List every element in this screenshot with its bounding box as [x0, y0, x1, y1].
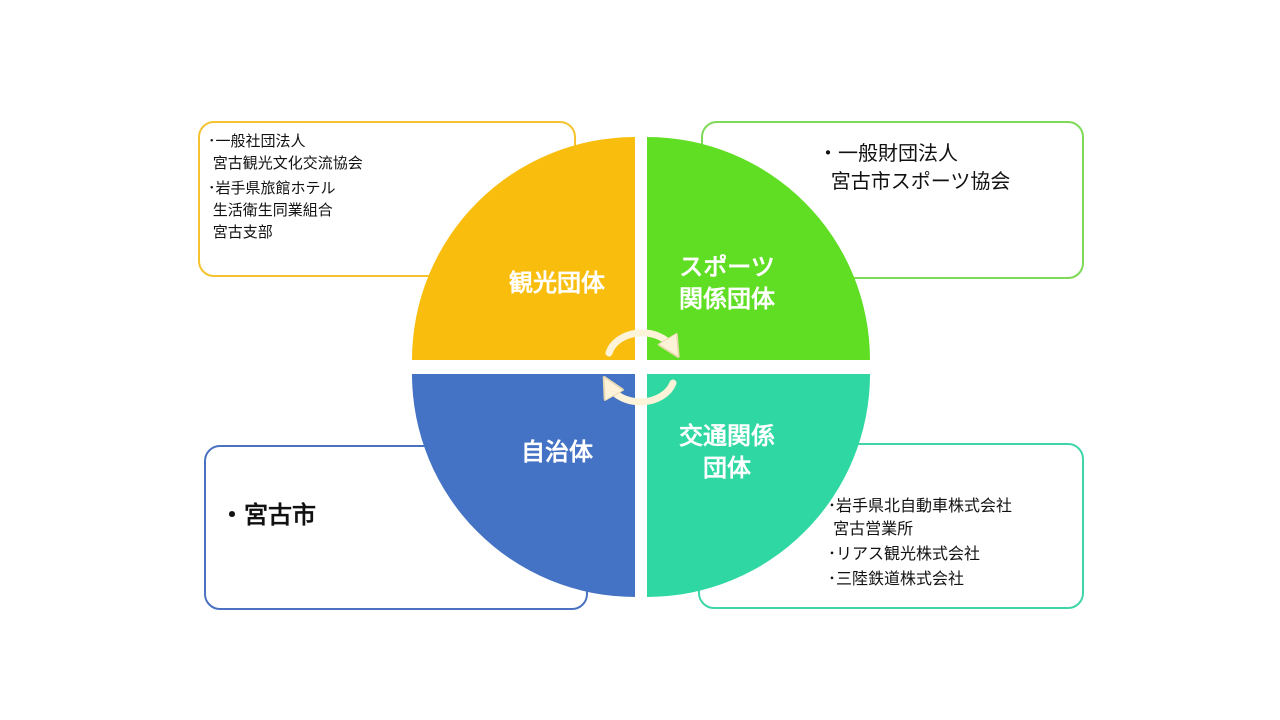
quadrant-sports [647, 137, 870, 360]
tourism-member-item: ･岩手県旅館ホテル 生活衛生同業組合 宮古支部 [208, 179, 336, 241]
sports-members-list: ・一般財団法人 宮古市スポーツ協会 [818, 139, 1010, 195]
tourism-members-list: ･一般社団法人 宮古観光文化交流協会 ･岩手県旅館ホテル 生活衛生同業組合 宮古… [208, 130, 363, 246]
quadrant-tourism [412, 137, 635, 360]
quadrant-transport [647, 374, 870, 597]
municipality-members-list: ・宮古市 [220, 498, 316, 532]
cycle-arrow-top [605, 329, 673, 353]
transport-member-item: ･岩手県北自動車株式会社 宮古営業所 [828, 496, 1013, 538]
quadrant-municipality [412, 374, 635, 597]
sports-members-backdrop [812, 134, 1070, 200]
cycle-arrow-bottom [609, 383, 677, 406]
transport-members-list: ･岩手県北自動車株式会社 宮古営業所 ･リアス観光株式会社 ･三陸鉄道株式会社 [828, 494, 1012, 592]
municipality-member-item: ・宮古市 [220, 501, 316, 529]
quadrant-label-tourism: 観光団体 [509, 269, 605, 297]
tourism-member-item: ･一般社団法人 宮古観光文化交流協会 [208, 132, 363, 172]
transport-member-item: ･リアス観光株式会社 [828, 544, 981, 563]
quadrant-label-transport: 交通関係 団体 [679, 422, 775, 482]
quadrant-label-municipality: 自治体 [521, 438, 593, 466]
sports-member-item: ・一般財団法人 宮古市スポーツ協会 [818, 141, 1011, 193]
quadrant-label-sports: スポーツ 関係団体 [679, 253, 775, 313]
transport-member-item: ･三陸鉄道株式会社 [828, 569, 965, 588]
